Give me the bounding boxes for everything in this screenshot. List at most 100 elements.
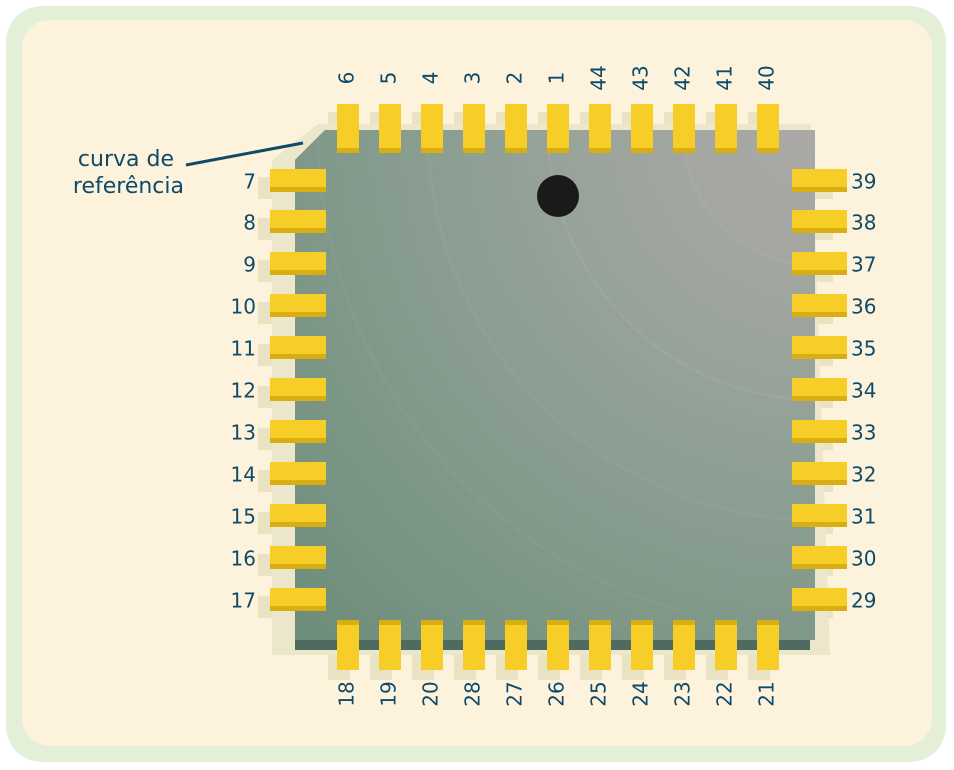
pin-label-33: 33: [851, 421, 876, 445]
pin-left-9: [270, 252, 326, 272]
pin-right-33: [792, 420, 847, 440]
pin-label-4: 4: [419, 72, 443, 85]
pin-left-edge: [270, 396, 326, 401]
pin-top-1: [547, 104, 569, 152]
pin-bottom-edge: [505, 620, 527, 625]
pin-label-18: 18: [335, 681, 359, 706]
pin-top-6: [337, 104, 359, 152]
pin-bottom-20: [421, 620, 443, 670]
pin-label-42: 42: [671, 65, 695, 90]
pin-right-edge: [792, 187, 847, 192]
pin-top-42: [673, 104, 695, 152]
pin-top-5: [379, 104, 401, 152]
reference-curve-label-line: curva de: [78, 147, 174, 172]
pin-label-32: 32: [851, 463, 876, 487]
pin-label-11: 11: [231, 337, 256, 361]
pin-bottom-19: [379, 620, 401, 670]
pin-label-23: 23: [671, 681, 695, 706]
pin-left-edge: [270, 187, 326, 192]
pin-top-edge: [757, 148, 779, 153]
pin-label-2: 2: [503, 72, 527, 85]
pins: [270, 104, 847, 670]
pin-right-36: [792, 294, 847, 314]
pin-right-edge: [792, 564, 847, 569]
pin-top-edge: [715, 148, 737, 153]
pin-top-4: [421, 104, 443, 152]
pin-left-14: [270, 462, 326, 482]
pin-label-15: 15: [231, 505, 256, 529]
pin-bottom-edge: [673, 620, 695, 625]
pin-label-3: 3: [461, 72, 485, 85]
pin-label-16: 16: [231, 547, 256, 571]
pin-left-edge: [270, 270, 326, 275]
pin-left-8: [270, 210, 326, 230]
pin-top-edge: [547, 148, 569, 153]
pin-right-35: [792, 336, 847, 356]
pin-label-14: 14: [231, 463, 256, 487]
pin-label-24: 24: [629, 681, 653, 706]
pin-left-edge: [270, 480, 326, 485]
pin-right-edge: [792, 228, 847, 233]
pin-label-35: 35: [851, 337, 876, 361]
pin-label-34: 34: [851, 379, 876, 403]
pin-top-edge: [337, 148, 359, 153]
chip-body: [295, 130, 815, 640]
pin-left-edge: [270, 354, 326, 359]
pin-left-edge: [270, 522, 326, 527]
pin-bottom-24: [631, 620, 653, 670]
pin-label-12: 12: [231, 379, 256, 403]
pin-bottom-22: [715, 620, 737, 670]
pin-top-2: [505, 104, 527, 152]
pin-left-edge: [270, 438, 326, 443]
pin-bottom-edge: [337, 620, 359, 625]
pin-label-40: 40: [755, 65, 779, 90]
pin-label-19: 19: [377, 681, 401, 706]
pin-left-edge: [270, 228, 326, 233]
pin-top-44: [589, 104, 611, 152]
pin1-orientation-dot: [537, 175, 579, 217]
pin-bottom-edge: [757, 620, 779, 625]
pin-label-1: 1: [545, 72, 569, 85]
pin-top-43: [631, 104, 653, 152]
pin-right-edge: [792, 312, 847, 317]
pin-label-7: 7: [243, 170, 256, 194]
pin-label-21: 21: [755, 681, 779, 706]
pin-right-edge: [792, 606, 847, 611]
pin-right-38: [792, 210, 847, 230]
pin-label-28: 28: [461, 681, 485, 706]
pin-bottom-23: [673, 620, 695, 670]
pin-left-11: [270, 336, 326, 356]
pin-right-edge: [792, 480, 847, 485]
pin-right-edge: [792, 354, 847, 359]
pin-bottom-edge: [547, 620, 569, 625]
pin-right-edge: [792, 396, 847, 401]
pin-bottom-edge: [589, 620, 611, 625]
pin-label-26: 26: [545, 681, 569, 706]
pin-label-36: 36: [851, 295, 876, 319]
pin-left-10: [270, 294, 326, 314]
pin-label-5: 5: [377, 72, 401, 85]
pin-left-13: [270, 420, 326, 440]
pin-top-edge: [631, 148, 653, 153]
pin-bottom-25: [589, 620, 611, 670]
pin-label-29: 29: [851, 589, 876, 613]
pin-label-9: 9: [243, 253, 256, 277]
pin-top-edge: [463, 148, 485, 153]
pin-bottom-26: [547, 620, 569, 670]
pin-left-edge: [270, 564, 326, 569]
pin-label-13: 13: [231, 421, 256, 445]
pin-label-22: 22: [713, 681, 737, 706]
pin-bottom-27: [505, 620, 527, 670]
pin-bottom-21: [757, 620, 779, 670]
pin-left-15: [270, 504, 326, 524]
pin-right-30: [792, 546, 847, 566]
pin-right-37: [792, 252, 847, 272]
pin-label-44: 44: [587, 65, 611, 90]
pin-bottom-edge: [715, 620, 737, 625]
pin-label-31: 31: [851, 505, 876, 529]
pin-left-edge: [270, 312, 326, 317]
pin-top-edge: [379, 148, 401, 153]
